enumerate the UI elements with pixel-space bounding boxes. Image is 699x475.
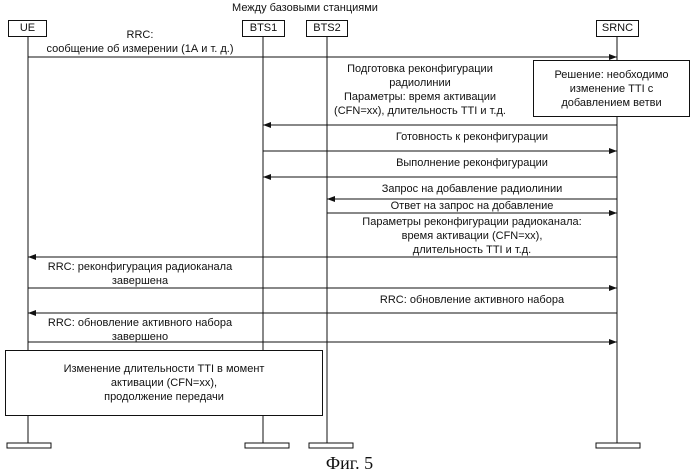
label-line: радиолинии — [320, 76, 520, 90]
label-line: длительность TTI и т.д. — [327, 243, 617, 257]
label-line: Изменение длительности TTI в момент — [64, 362, 265, 376]
end-bar-bts2 — [309, 443, 353, 448]
figure-caption: Фиг. 5 — [0, 453, 699, 474]
label-line: изменение TTI с — [554, 82, 668, 96]
message-9-label: RRC: обновление активного набора — [327, 293, 617, 307]
label-line: сообщение об измерении (1А и т. д.) — [20, 42, 260, 56]
label-line: Подготовка реконфигурации — [320, 62, 520, 76]
message-7-label: Параметры реконфигурации радиоканала: вр… — [327, 215, 617, 257]
entity-srnc: SRNC — [596, 20, 639, 37]
label-line: Параметры: время активации — [320, 90, 520, 104]
message-6-label: Ответ на запрос на добавление — [327, 199, 617, 213]
label-line: завершено — [30, 330, 250, 344]
message-8-label: RRC: реконфигурация радиоканала завершен… — [30, 260, 250, 288]
message-10-label: RRC: обновление активного набора заверше… — [30, 316, 250, 344]
label-line: добавлением ветви — [554, 96, 668, 110]
label-line: (CFN=xx), длительность TTI и т.д. — [320, 104, 520, 118]
label-line: Параметры реконфигурации радиоканала: — [327, 215, 617, 229]
entity-bts2: BTS2 — [306, 20, 348, 37]
message-3-label: Готовность к реконфигурации — [327, 130, 617, 144]
label-line: завершена — [30, 274, 250, 288]
label-line: Решение: необходимо — [554, 68, 668, 82]
end-bar-bts1 — [245, 443, 289, 448]
label-line: активации (CFN=xx), — [64, 376, 265, 390]
label-line: RRC: обновление активного набора — [30, 316, 250, 330]
label-line: время активации (CFN=xx), — [327, 229, 617, 243]
end-bar-ue — [7, 443, 51, 448]
end-bar-srnc — [596, 443, 640, 448]
message-5-label: Запрос на добавление радиолинии — [327, 182, 617, 196]
header-label: Между базовыми станциями — [205, 1, 405, 15]
label-line: продолжение передачи — [64, 390, 265, 404]
message-4-label: Выполнение реконфигурации — [327, 156, 617, 170]
decision-box: Решение: необходимоизменение TTI сдобавл… — [533, 60, 690, 117]
label-line: RRC: реконфигурация радиоканала — [30, 260, 250, 274]
message-2-label: Подготовка реконфигурации радиолинии Пар… — [320, 62, 520, 118]
message-1-label: RRC: сообщение об измерении (1А и т. д.) — [20, 28, 260, 56]
action-box: Изменение длительности TTI в моментактив… — [5, 350, 323, 416]
label-line: RRC: — [20, 28, 260, 42]
